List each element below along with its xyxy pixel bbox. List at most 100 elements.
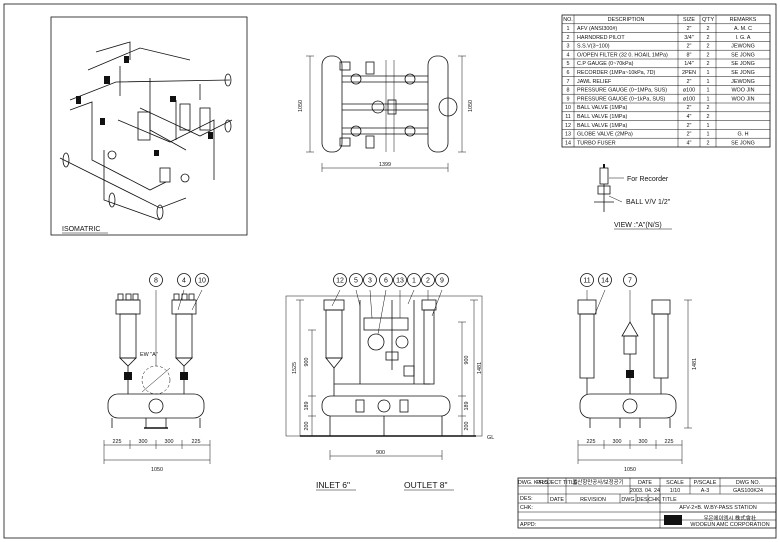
front-left-total: 1050: [151, 467, 163, 473]
item-balloon-number: 2: [426, 277, 430, 284]
bom-cell: BALL VALVE (1MPa): [577, 114, 627, 120]
bom-cell: AFV (ANSI300#): [577, 26, 617, 32]
bom-header: NO.: [563, 17, 573, 23]
title-block-value: GAS100K24: [733, 488, 763, 494]
item-balloon-number: 3: [368, 277, 372, 284]
title-block-header: DWG NO.: [736, 480, 760, 486]
title-block-header: SCALE: [666, 480, 684, 486]
bom-cell: 2": [687, 26, 692, 32]
isometric-view: ISOMATRIC: [50, 16, 248, 236]
bom-cell: 1: [707, 70, 710, 76]
bom-cell: JAWL RELIEF: [577, 79, 612, 85]
bom-cell: 2": [687, 132, 692, 138]
front-left-dim: 225: [113, 439, 122, 445]
top-view: 1050 1050 1399: [298, 55, 474, 172]
item-balloon-number: 8: [154, 277, 158, 284]
isometric-label: ISOMATRIC: [62, 226, 100, 233]
bom-cell: BALL VALVE (1MPa): [577, 105, 627, 111]
item-balloon-number: 4: [182, 277, 186, 284]
item-balloon-number: 1: [412, 277, 416, 284]
item-balloon: 12: [333, 273, 347, 287]
title-label: TITLE: [662, 497, 677, 503]
item-balloon: 9: [435, 273, 449, 287]
bom-cell: 11: [565, 114, 571, 120]
bom-cell: S.S.V(3~100): [577, 44, 610, 50]
front-left-elevation: EW "A": [103, 289, 211, 464]
bom-cell: 6: [567, 70, 570, 76]
bom-cell: 2": [687, 44, 692, 50]
revision-col: CHK: [648, 497, 660, 503]
bom-cell: 12: [565, 123, 571, 129]
title-block-value: 2003. 04. 24: [630, 488, 660, 494]
bom-cell: WOO JIN: [731, 88, 754, 94]
front-right-height-dim: 1481: [692, 358, 698, 370]
item-balloon: 6: [379, 273, 393, 287]
bom-cell: JEWONG: [731, 44, 755, 50]
bom-cell: 2: [707, 35, 710, 41]
bom-cell: ø100: [683, 96, 695, 102]
revision-col: DES: [636, 497, 647, 503]
bom-cell: 5: [567, 61, 570, 67]
outlet-label: OUTLET 8": [404, 480, 447, 490]
center-dim-900-left: 900: [304, 358, 310, 367]
bom-cell: 2: [707, 52, 710, 58]
bom-cell: PRESSURE GAUGE (0~1kPa, SUS): [577, 96, 665, 102]
sheet-border: [3, 3, 777, 539]
bom-cell: 1: [707, 96, 710, 102]
company-subname: WOOEUN AMC CORPORATION: [690, 522, 769, 528]
bom-cell: O/OPEN FILTER (32 0. HOAIL 1MPa): [577, 52, 668, 58]
bom-cell: SE JONG: [731, 61, 755, 67]
item-balloon-number: 11: [583, 277, 590, 284]
bom-cell: 1: [567, 26, 570, 32]
bom-cell: 2: [707, 114, 710, 120]
bom-cell: 1: [707, 132, 710, 138]
bom-cell: 3: [567, 44, 570, 50]
title-block-header: PROJECT TITLE: [536, 480, 578, 486]
bom-cell: SE JONG: [731, 140, 755, 146]
item-balloon-number: 5: [354, 277, 358, 284]
front-right-total: 1050: [624, 467, 636, 473]
frame-outline: [285, 295, 483, 437]
bom-cell: 3/4": [684, 35, 693, 41]
center-dim-900-right: 900: [464, 356, 470, 365]
bom-cell: JEWONG: [731, 79, 755, 85]
bom-cell: 2": [687, 123, 692, 129]
bom-cell: HARNDRED PILOT: [577, 35, 625, 41]
front-right-dim: 300: [613, 439, 622, 445]
center-dim-1481: 1481: [477, 362, 483, 374]
bom-cell: WOO JIN: [731, 96, 754, 102]
bom-header: REMARKS: [730, 17, 757, 23]
front-left-dim: 225: [192, 439, 201, 445]
center-width-dim: 900: [376, 450, 385, 456]
center-dim-189-left: 189: [304, 402, 310, 411]
bom-cell: 8: [567, 88, 570, 94]
top-view-dim-right: 1050: [468, 100, 474, 112]
item-balloon: 2: [421, 273, 435, 287]
front-right-elevation: [577, 289, 692, 464]
center-dim-189-right: 189: [464, 402, 470, 411]
bom-cell: 2: [707, 26, 710, 32]
inlet-label: INLET 6": [316, 480, 350, 490]
item-balloon: 8: [149, 273, 163, 287]
bom-cell: 4": [687, 140, 692, 146]
bom-cell: 9: [567, 96, 570, 102]
center-dim-1525: 1525: [292, 362, 298, 374]
front-right-dim: 225: [665, 439, 674, 445]
company-logo: [664, 515, 682, 525]
title-block-header: DATE: [638, 480, 652, 486]
center-dim-200-right: 200: [464, 422, 470, 431]
detail-recorder-label: For Recorder: [627, 176, 669, 183]
item-balloon: 10: [195, 273, 209, 287]
item-balloon: 1: [407, 273, 421, 287]
front-right-dim: 225: [587, 439, 596, 445]
bom-cell: G. H: [737, 132, 748, 138]
item-balloon-number: 10: [198, 277, 206, 284]
bom-cell: 2: [707, 44, 710, 50]
revision-col: DWG: [621, 497, 634, 503]
item-balloon-number: 14: [601, 277, 609, 284]
bom-cell: 4": [687, 114, 692, 120]
bom-cell: 2PEN: [682, 70, 696, 76]
